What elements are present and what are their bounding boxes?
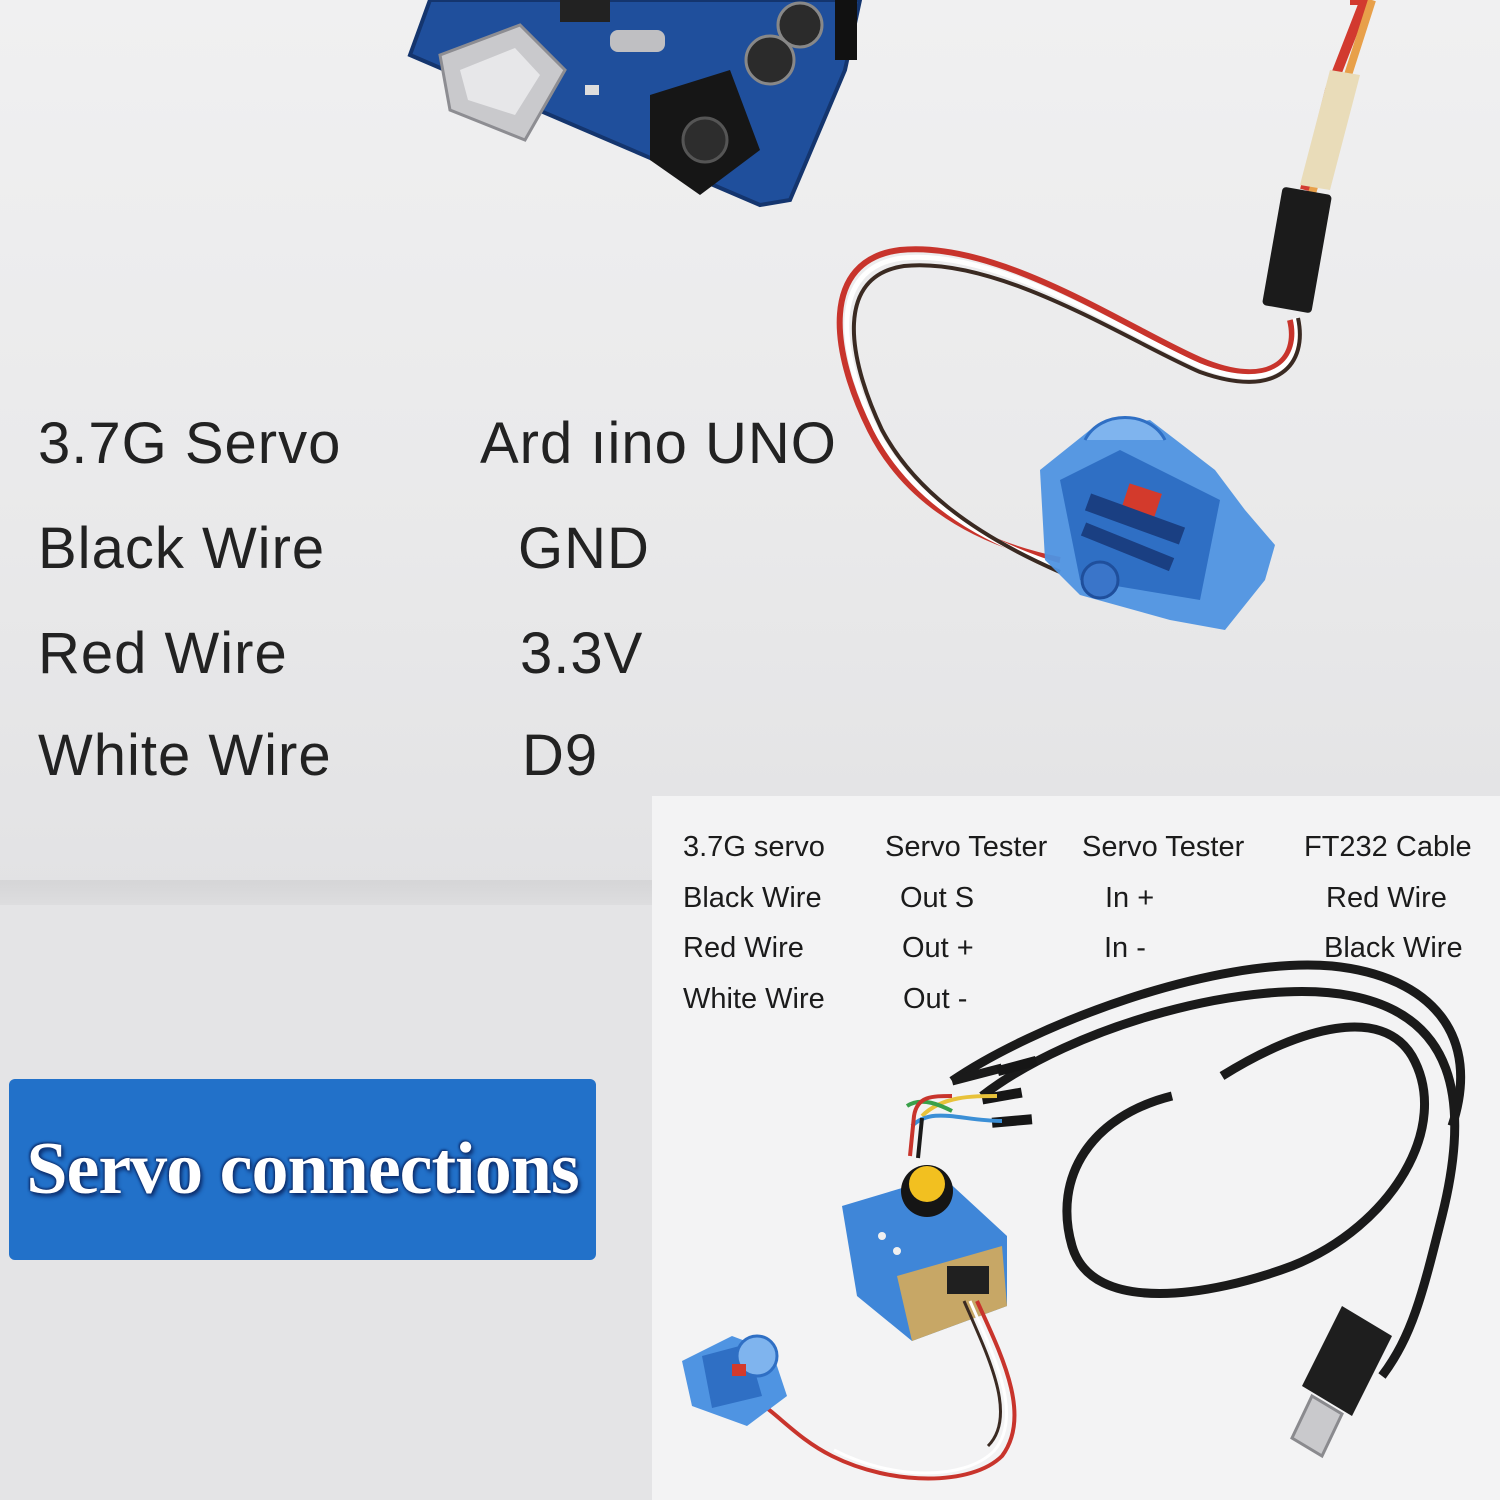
arduino-board-image: [407, 0, 863, 208]
servo-connections-banner: Servo connections: [9, 1079, 596, 1260]
pin-label: 3.3V: [520, 621, 644, 686]
column-header: Servo Tester: [1082, 831, 1245, 863]
arduino-connection-panel: 3.7G Servo Ard ıino UNO Black Wire GND R…: [0, 0, 1500, 905]
column-header: Servo Tester: [885, 831, 1048, 863]
wire-label: Red Wire: [38, 621, 288, 686]
ft232-wire-label: Red Wire: [1326, 882, 1447, 914]
servo-wire-label: Red Wire: [683, 932, 804, 964]
micro-servo-image: [1040, 416, 1275, 630]
arduino-pin-table: 3.7G Servo Ard ıino UNO Black Wire GND R…: [0, 0, 900, 900]
servo-cable-image: [836, 0, 1376, 574]
wire-label: White Wire: [38, 723, 332, 788]
tester-in-label: In -: [1104, 932, 1146, 964]
arduino-servo-photo: [407, 0, 1376, 630]
column-header: FT232 Cable: [1304, 831, 1472, 863]
servo-wire-label: White Wire: [683, 983, 825, 1015]
panel-shadow: [0, 880, 660, 905]
pin-label: GND: [518, 516, 650, 581]
servo-wire-image: [746, 1300, 1017, 1481]
servo-tester-photo: [682, 960, 1466, 1481]
ft232-cable-image: [905, 960, 1466, 1459]
tester-out-label: Out -: [903, 983, 968, 1015]
servo-tester-image: [842, 1094, 1007, 1341]
small-micro-servo-image: [682, 1334, 787, 1426]
banner-title: Servo connections: [26, 1128, 579, 1210]
tester-out-label: Out S: [900, 882, 975, 914]
tester-in-label: In +: [1105, 882, 1155, 914]
servo-header: 3.7G Servo: [38, 411, 342, 476]
servo-tester-panel: 3.7G servo Servo Tester Servo Tester FT2…: [652, 796, 1500, 1500]
wire-label: Black Wire: [38, 516, 326, 581]
ft232-wire-label: Black Wire: [1324, 932, 1463, 964]
board-header: Ard ıino UNO: [480, 411, 837, 476]
column-header: 3.7G servo: [683, 831, 825, 863]
servo-wire-label: Black Wire: [683, 882, 822, 914]
tester-out-label: Out +: [902, 932, 974, 964]
pin-label: D9: [522, 723, 599, 788]
